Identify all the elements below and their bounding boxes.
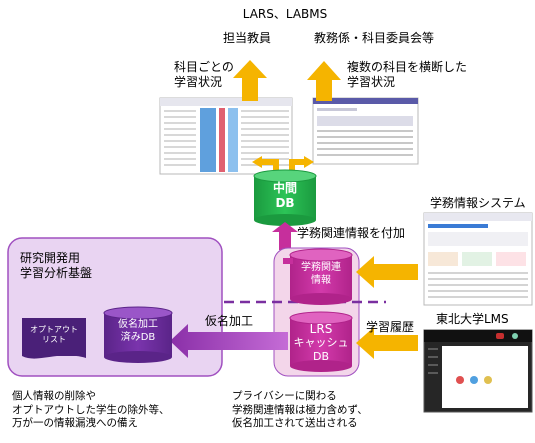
right-view-caption: 複数の科目を横断した学習状況 (347, 60, 468, 89)
pseudonym-db-cylinder (103, 306, 173, 363)
up-arrow-magenta (272, 222, 298, 250)
pseudonym-db-label: 仮名加工済みDB (118, 319, 158, 343)
right-role-label: 教務係・科目委員会等 (313, 31, 435, 45)
research-platform-title: 研究開発用学習分析基盤 (20, 251, 93, 280)
lrs-db-cylinder (289, 311, 353, 372)
left-view-caption: 科目ごとの学習状況 (174, 60, 234, 89)
gakumu-db-label: 学務関連情報 (301, 262, 341, 286)
lms-screenshot (423, 329, 533, 413)
annotate-label: 学務関連情報を付加 (297, 226, 406, 240)
lms-label: 東北大学LMS (436, 312, 509, 326)
optout-list-label: オプトアウトリスト (30, 325, 78, 344)
arrow-from-lms (356, 327, 418, 359)
cross-course-screenshot (312, 97, 419, 165)
middle-db-cylinder (253, 169, 317, 226)
student-info-system-screenshot (423, 212, 533, 306)
student-info-system-label: 学務情報システム (430, 196, 526, 210)
arrow-from-student-info-system (356, 256, 418, 288)
gakumu-db-cylinder (289, 248, 353, 305)
center-note: プライバシーに関わる学務関連情報は極力含めず、仮名加工されて送出される (232, 390, 368, 430)
system-title: LARS、LABMS (242, 7, 328, 21)
up-arrow-right (307, 61, 341, 101)
pseudonymize-label: 仮名加工 (205, 314, 254, 328)
arrow-db-to-left-view (252, 156, 262, 168)
pseudonymize-arrow (170, 324, 288, 358)
left-role-label: 担当教員 (222, 31, 272, 45)
left-note: 個人情報の削除やオプトアウトした学生の除外等、万が一の情報漏洩への備え (12, 390, 170, 430)
arrow-db-to-right-view (304, 156, 314, 168)
up-arrow-left (233, 60, 267, 101)
optout-list-doc (22, 318, 86, 359)
gakumu-db-attach (283, 258, 293, 264)
learning-history-label: 学習履歴 (366, 320, 415, 334)
